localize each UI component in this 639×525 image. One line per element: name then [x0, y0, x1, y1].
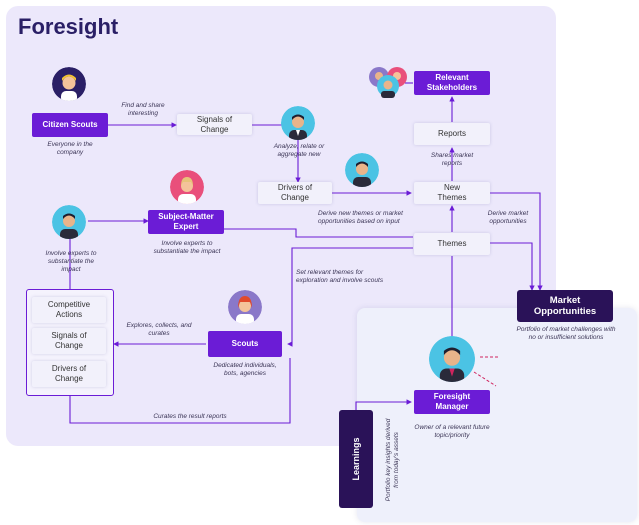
note-involve-experts-left: Involve experts to substantiate the impa… — [45, 250, 97, 273]
edge-themes-market — [490, 242, 535, 291]
new-themes-node[interactable]: New Themes — [414, 182, 490, 204]
note-explores: Explores, collects, and curates — [126, 322, 192, 337]
edge-learnings-manager — [355, 399, 412, 410]
person-avatar-icon — [52, 205, 86, 239]
drivers-of-change-node[interactable]: Drivers of Change — [258, 182, 332, 204]
group-avatar-icon — [368, 66, 410, 98]
note-portfolio-market: Portfolio of market challenges with no o… — [516, 326, 616, 341]
drivers-of-change-item[interactable]: Drivers of Change — [32, 361, 106, 387]
themes-node[interactable]: Themes — [414, 233, 490, 255]
market-opportunities-node[interactable]: Market Opportunities — [517, 290, 613, 322]
edge-stack-curate — [69, 358, 291, 424]
note-dedicated: Dedicated individuals, bots, agencies — [213, 362, 277, 377]
edge-sme-themes — [224, 228, 413, 238]
reports-node[interactable]: Reports — [414, 123, 490, 145]
dashed-manager-diag — [473, 371, 497, 387]
note-analyze: Analyze, relate or aggregate new — [273, 143, 325, 158]
learnings-node[interactable]: Learnings — [339, 410, 373, 508]
citizen-scouts-node[interactable]: Citizen Scouts — [32, 113, 108, 137]
competitive-actions-item[interactable]: Competitive Actions — [32, 297, 106, 323]
note-portfolio-insights-wrap: Portfolio key insights derived from toda… — [378, 415, 408, 505]
foresight-manager-node[interactable]: Foresight Manager — [414, 390, 490, 414]
person-avatar-icon — [345, 153, 379, 187]
person-avatar-icon — [281, 106, 315, 140]
learnings-label: Learnings — [351, 437, 361, 481]
edge-newthemes-market — [490, 192, 543, 291]
relevant-stakeholders-node[interactable]: Relevant Stakeholders — [414, 71, 490, 95]
scouts-node[interactable]: Scouts — [208, 331, 282, 357]
person-avatar-icon — [52, 67, 86, 101]
note-find-and-share: Find and share interesting — [121, 102, 165, 117]
note-set-relevant: Set relevant themes for exploration and … — [296, 269, 384, 284]
note-involve-experts-center: Involve experts to substantiate the impa… — [153, 240, 221, 255]
note-portfolio-insights: Portfolio key insights derived from toda… — [385, 418, 400, 502]
note-curates: Curates the result reports — [153, 413, 227, 420]
person-avatar-icon — [429, 336, 475, 382]
person-avatar-icon — [228, 290, 262, 324]
lower-panel — [357, 308, 637, 522]
note-everyone: Everyone in the company — [47, 141, 93, 156]
page-title: Foresight — [18, 14, 119, 39]
edge-themes-scouts — [287, 247, 413, 347]
signals-of-change-item[interactable]: Signals of Change — [32, 328, 106, 354]
person-avatar-icon — [170, 170, 204, 204]
results-stack: Competitive Actions Signals of Change Dr… — [26, 289, 114, 396]
subject-matter-expert-node[interactable]: Subject-Matter Expert — [148, 210, 224, 234]
note-shares-market: Shares market reports — [430, 152, 474, 167]
note-derive-new-themes: Derive new themes or market opportunitie… — [318, 210, 403, 225]
signals-of-change-node[interactable]: Signals of Change — [177, 114, 252, 135]
note-owner: Owner of a relevant future topic/priorit… — [414, 424, 490, 439]
note-derive-market: Derive market opportunities — [487, 210, 529, 225]
